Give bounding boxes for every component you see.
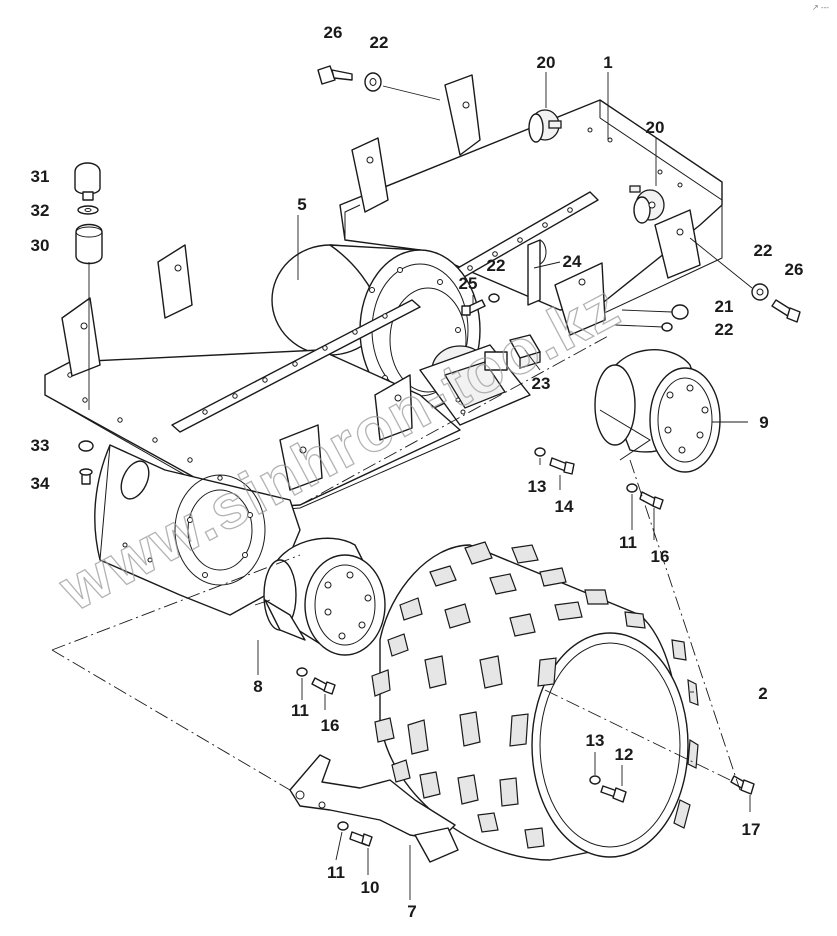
washer-part-11b [296,667,308,677]
bolt-part-10 [349,831,373,847]
bolt-part-17 [730,775,755,795]
nut-part-21 [671,304,689,320]
callout-16b: 16 [321,716,340,735]
washer-part-11c [337,821,349,831]
callout-32: 32 [31,201,50,220]
callout-8: 8 [253,677,262,696]
callout-12: 12 [615,745,634,764]
callout-25: 25 [459,274,478,293]
drive-motor [419,344,531,426]
bolt-part-16a [639,491,664,510]
leader-lines [51,72,751,900]
callout-23: 23 [532,374,551,393]
callout-5: 5 [297,195,306,214]
callout-14: 14 [555,497,574,516]
rubber-mount-20b [629,185,665,224]
callout-22d: 22 [715,320,734,339]
callout-33: 33 [31,436,50,455]
callout-11b: 11 [291,701,309,720]
bolt-part-12 [600,785,627,803]
lower-frame [44,244,461,616]
nut-part-33 [78,440,94,452]
bolt-part-16b [311,677,336,695]
washer-part-22b [751,283,769,301]
callout-30: 30 [31,236,50,255]
callout-21: 21 [715,297,734,316]
washer-part-22c [661,322,673,332]
callout-11a: 11 [619,533,637,552]
bolt-part-25 [461,299,486,316]
callout-13b: 13 [586,731,605,750]
callout-31: 31 [31,167,50,186]
callout-22a: 22 [370,33,389,52]
callout-16a: 16 [651,547,670,566]
callout-20a: 20 [537,53,556,72]
wheel-hub-part-9 [594,349,721,473]
washer-part-22a [364,72,382,92]
callout-34: 34 [31,474,50,493]
rubber-mount-20a [528,109,562,143]
bolt-part-26a [317,65,353,85]
callout-22b: 22 [754,241,773,260]
washer-part-22d [488,293,500,303]
block-part-23 [509,334,541,369]
cap-part-31 [74,162,101,201]
corner-mark: ↗ --- [812,3,829,12]
callout-20b: 20 [646,118,665,137]
bushing-part-30 [75,223,103,265]
callout-labels: 1 2 5 7 8 9 10 11 11 11 12 13 13 14 16 1… [31,23,804,921]
padded-wheel-part-2 [371,541,699,861]
callout-2: 2 [758,684,767,703]
wheel-hub-part-8 [263,537,386,656]
callout-26b: 26 [785,260,804,279]
callout-7: 7 [407,902,416,921]
callout-10: 10 [361,878,380,897]
callout-26a: 26 [324,23,343,42]
callout-13a: 13 [528,477,547,496]
washer-part-13b [589,775,601,785]
bolt-part-34 [79,468,93,485]
callout-9: 9 [759,413,768,432]
bolt-part-14 [549,457,575,475]
shim-part-24 [527,239,547,306]
callout-22c: 22 [487,256,506,275]
washer-part-13a [534,447,546,457]
callout-24: 24 [563,252,582,271]
washer-part-32 [77,205,99,215]
callout-17: 17 [742,820,761,839]
washer-part-11a [626,483,638,493]
bolt-part-26b [771,299,801,323]
callout-11c: 11 [327,863,345,882]
scraper-part-7 [289,754,459,863]
callout-1: 1 [603,53,612,72]
